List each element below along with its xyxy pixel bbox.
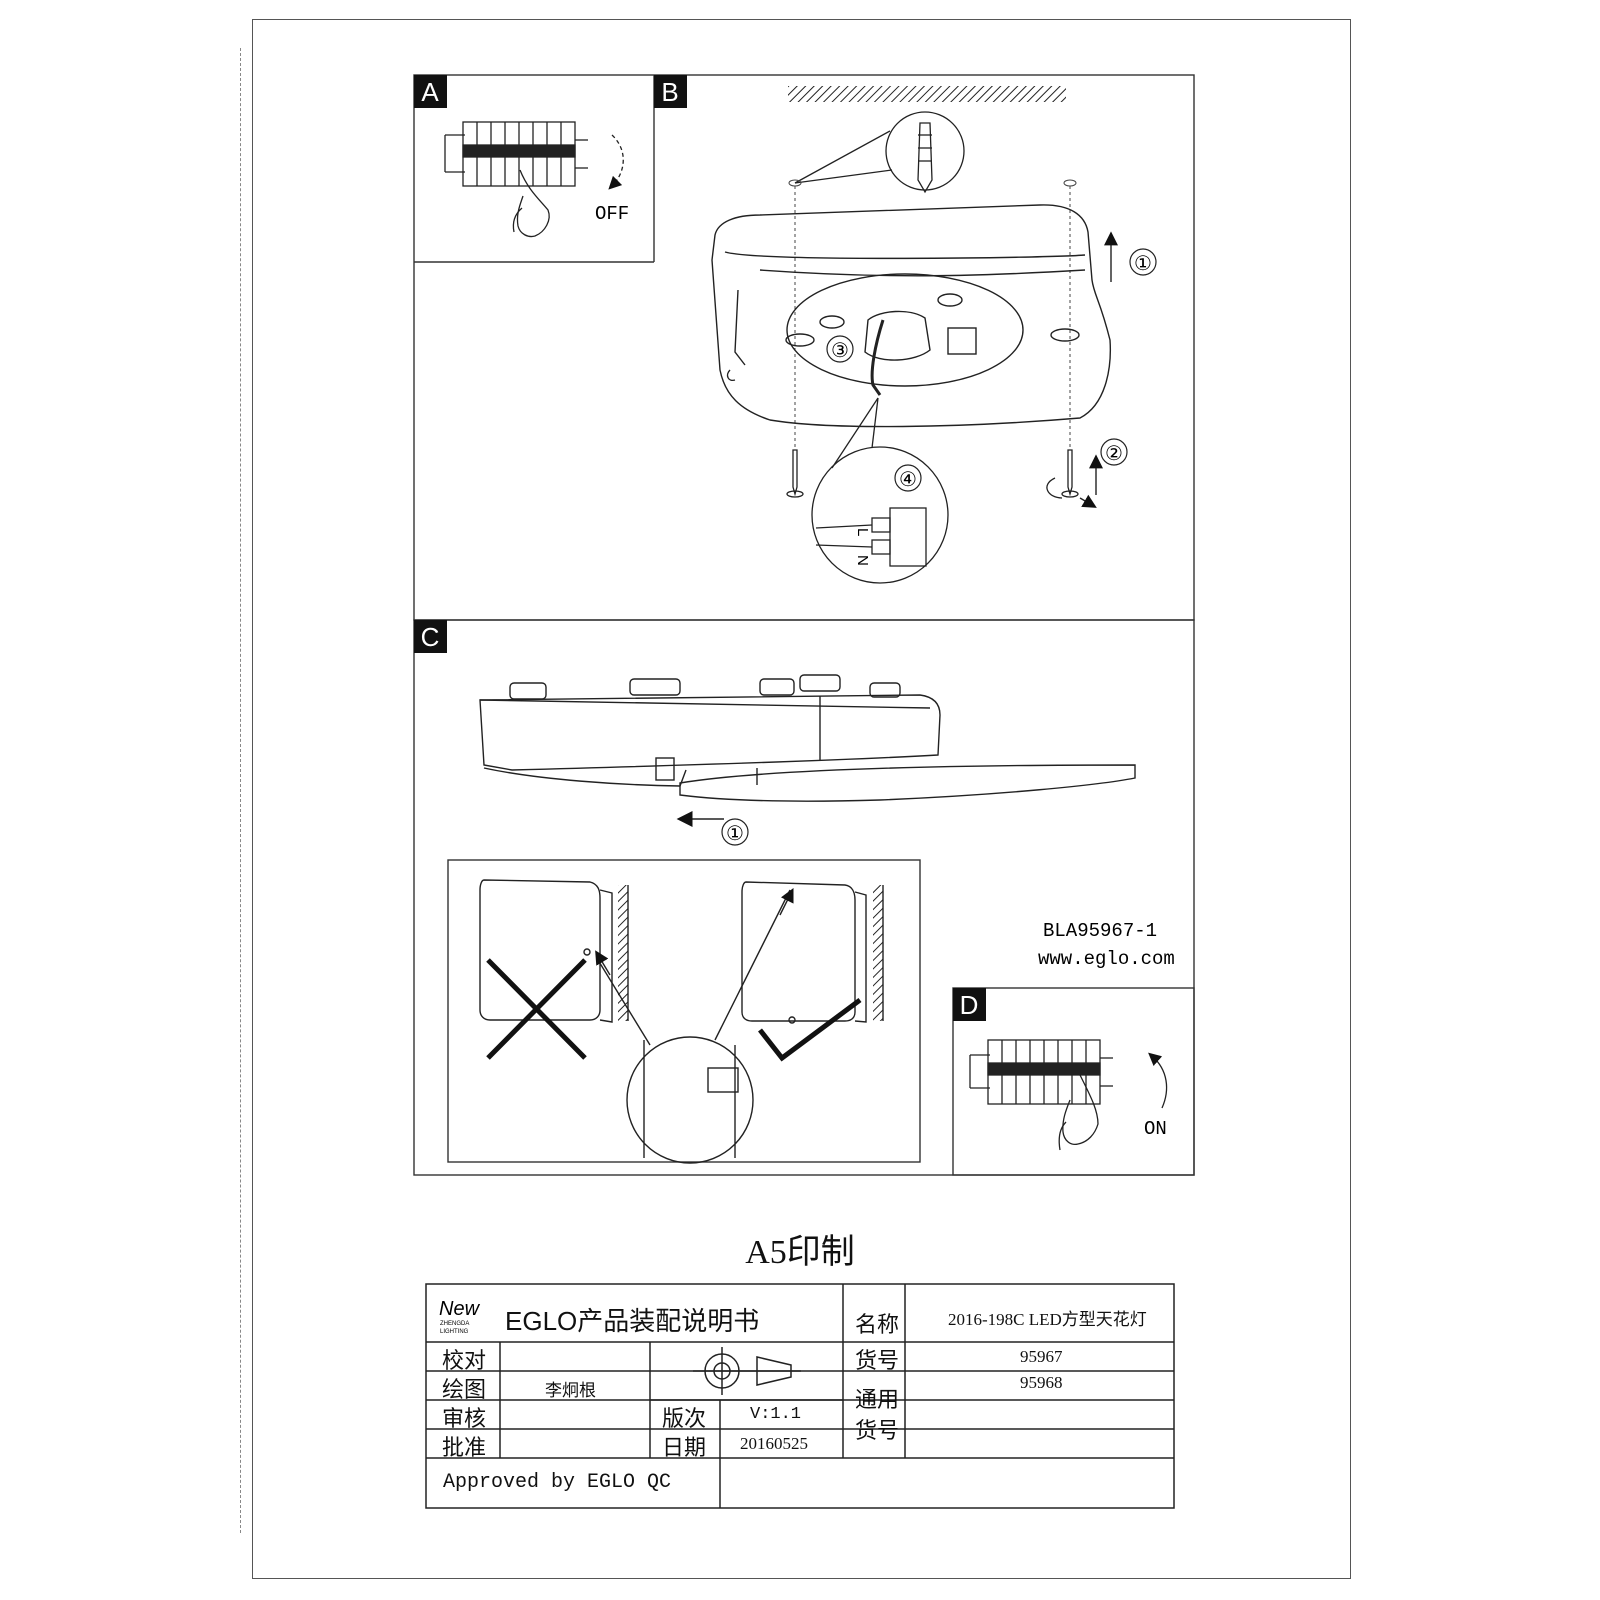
svg-text:ZHENGDA: ZHENGDA: [440, 1321, 469, 1327]
lamp-base-drawing: [711, 204, 1112, 428]
panel-b-badge: B: [654, 75, 687, 108]
step-1-c: ①: [726, 823, 744, 845]
screws: [786, 449, 1079, 499]
print-note: A5印制: [745, 1234, 855, 1271]
panel-c-badge: C: [414, 620, 447, 653]
panel-d-badge: D: [953, 988, 986, 1021]
off-arrow: [608, 134, 624, 190]
step-1-b: ①: [1134, 253, 1152, 275]
website: www.eglo.com: [1038, 948, 1175, 970]
item-label: 货号: [855, 1348, 900, 1373]
zhengda-logo: New ZHENGDA LIGHTING: [439, 1298, 481, 1335]
version-value: V:1.1: [750, 1405, 802, 1424]
margin-fold-line: [240, 48, 241, 1533]
correct-mark-icon: [758, 997, 862, 1062]
on-label: ON: [1144, 1118, 1167, 1140]
breaker-panel-d-illustration: [969, 1039, 1113, 1151]
item-value-1: 95967: [1020, 1347, 1063, 1366]
title-block: New ZHENGDA LIGHTING EGLO产品装配说明书 校对 绘图 李…: [425, 1283, 1175, 1509]
name-label: 名称: [855, 1312, 900, 1337]
breaker-panel-a-illustration: [444, 121, 588, 238]
approve-label: 批准: [442, 1435, 487, 1460]
panel-b-label: B: [661, 77, 678, 107]
version-label: 版次: [662, 1406, 707, 1431]
panel-frames: [413, 74, 1195, 1176]
wall-plug-callout: [794, 111, 965, 194]
panel-c-label: C: [421, 622, 440, 652]
svg-text:New: New: [439, 1298, 481, 1320]
off-label: OFF: [595, 203, 629, 225]
ceiling-hatch: [788, 86, 1066, 102]
panel-a-label: A: [421, 77, 439, 107]
step-2-b: ②: [1105, 443, 1123, 465]
svg-text:LIGHTING: LIGHTING: [440, 1329, 469, 1335]
date-value: 20160525: [740, 1434, 808, 1453]
panel-d-label: D: [960, 990, 979, 1020]
step-1-c-circle: [721, 818, 749, 846]
doc-code: BLA95967-1: [1043, 920, 1157, 942]
step-3-b: ③: [831, 340, 849, 362]
wrong-mark-icon: [486, 958, 587, 1060]
draw-value: 李炯根: [545, 1381, 596, 1400]
projection-symbol-icon: [693, 1347, 801, 1395]
terminal-label-l: L: [854, 528, 871, 536]
terminal-block-callout: [811, 397, 949, 584]
approved-by: Approved by EGLO QC: [443, 1471, 672, 1494]
mounting-comparison: [479, 879, 884, 1164]
draw-label: 绘图: [442, 1377, 487, 1402]
name-value: 2016-198C LED方型天花灯: [948, 1310, 1147, 1329]
supply-wire: [870, 319, 885, 396]
item-value-2: 95968: [1020, 1373, 1063, 1392]
check-label: 校对: [442, 1348, 487, 1373]
general-label-2: 货号: [855, 1418, 900, 1443]
date-label: 日期: [662, 1435, 707, 1460]
side-view-lamp: [479, 674, 1136, 802]
terminal-label-n: N: [854, 555, 871, 566]
pointer-arrow-wrong: [595, 950, 611, 976]
screw-turn-arrow: [1079, 494, 1097, 508]
title-block-grid: New ZHENGDA LIGHTING: [425, 1283, 1175, 1509]
doc-title: EGLO产品装配说明书: [505, 1306, 760, 1336]
step-markers-b: [826, 248, 1157, 492]
step-4-b: ④: [899, 469, 917, 491]
general-label-1: 通用: [855, 1387, 900, 1412]
panel-a-badge: A: [414, 75, 447, 108]
pointer-arrow-right: [779, 887, 794, 916]
on-arrow: [1148, 1052, 1168, 1109]
drill-holes: [788, 179, 1077, 450]
review-label: 审核: [442, 1406, 487, 1431]
instruction-sheet-border: [252, 19, 1351, 1579]
